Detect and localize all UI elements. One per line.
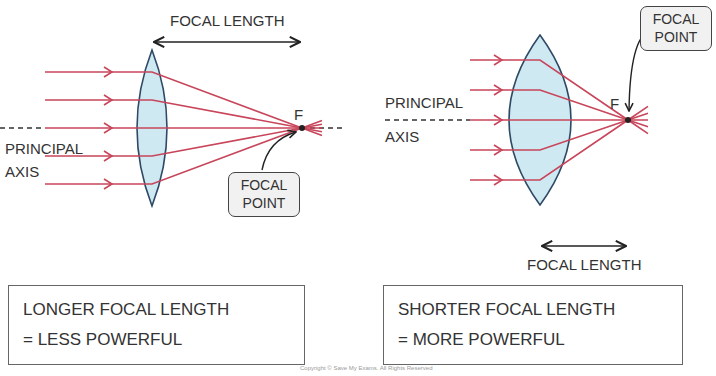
diagram-label: PRINCIPAL AXIS (385, 86, 475, 154)
light-ray (45, 100, 322, 132)
light-ray (470, 90, 648, 127)
light-ray (45, 72, 322, 136)
light-ray (470, 113, 648, 150)
focal-length-arrow (154, 41, 300, 43)
ray-arrowhead (104, 67, 112, 77)
light-rays (45, 72, 322, 184)
ray-arrowheads (494, 55, 502, 185)
box-text: SHORTER FOCAL LENGTH = MORE POWERFUL (398, 295, 624, 355)
focal-point-dot (299, 125, 305, 131)
diagram-label: FOCAL LENGTH (527, 256, 641, 274)
ray-arrowhead (494, 175, 502, 185)
ray-arrowhead (104, 95, 112, 105)
diagram-label: FOCAL LENGTH (170, 12, 284, 30)
ray-arrowhead (104, 123, 112, 133)
summary-box: LONGER FOCAL LENGTH = LESS POWERFUL (8, 285, 305, 365)
leader-line (262, 132, 296, 170)
focal-point-callout: FOCAL POINT (228, 172, 300, 217)
box-text: FOCAL POINT (648, 11, 704, 46)
light-ray (45, 127, 322, 129)
ray-arrowhead (494, 145, 502, 155)
diagram-label: F (294, 106, 303, 124)
ray-arrowhead (104, 179, 112, 189)
light-rays (470, 60, 648, 180)
diagram-label: PRINCIPAL AXIS (5, 138, 95, 183)
ray-arrowhead (494, 115, 502, 125)
box-text: FOCAL POINT (236, 177, 292, 212)
focal-point-dot (625, 117, 631, 123)
diagram-label: F (610, 95, 619, 113)
focal-point-callout: FOCAL POINT (640, 6, 712, 51)
watermark: Copyright © Save My Exams. All Rights Re… (300, 365, 432, 372)
ray-arrowhead (494, 85, 502, 95)
ray-arrowhead (104, 151, 112, 161)
summary-box: SHORTER FOCAL LENGTH = MORE POWERFUL (383, 285, 683, 365)
ray-arrowheads (104, 67, 112, 189)
principal-axis (385, 119, 470, 121)
principal-axis (0, 127, 45, 129)
focal-length-arrow (542, 245, 626, 247)
box-text: LONGER FOCAL LENGTH = LESS POWERFUL (23, 295, 234, 355)
light-ray (470, 119, 648, 121)
light-ray (470, 106, 648, 180)
ray-arrowhead (494, 55, 502, 65)
